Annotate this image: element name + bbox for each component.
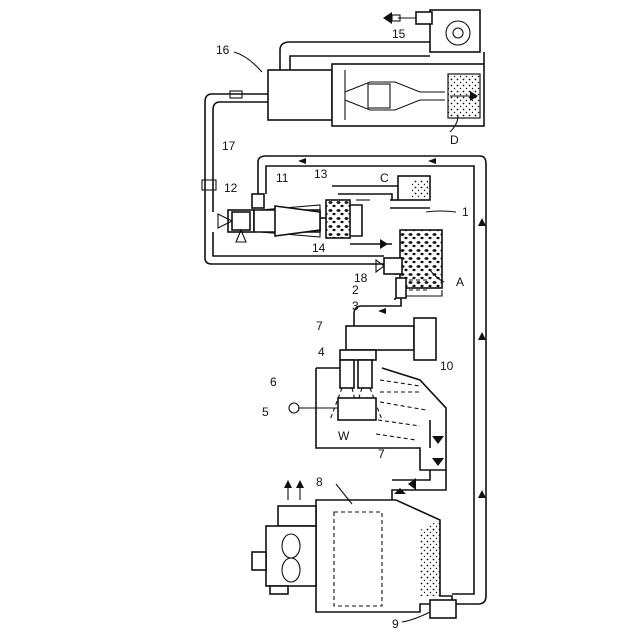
duct-to-separator [392,436,446,500]
label-1: 1 [462,205,469,219]
label-D: D [450,133,459,147]
label-5: 5 [262,405,269,419]
label-10: 10 [440,359,454,373]
label-W: W [338,429,350,443]
label-2: 2 [352,283,359,297]
label-4: 4 [318,345,325,359]
rotary-valve-12 [218,212,250,242]
label-12: 12 [224,181,238,195]
label-16: 16 [216,43,230,57]
hopper-14-feed [350,239,392,249]
label-14: 14 [312,241,326,255]
label-A: A [456,275,464,289]
label-13: 13 [314,167,328,181]
label-7-machine: 7 [316,319,323,333]
label-11: 11 [276,171,289,185]
dust-collector-16 [268,42,484,126]
fines-bin-C [390,176,430,208]
pump-9 [430,600,456,618]
screen-13 [320,186,400,238]
label-18: 18 [354,271,368,285]
label-9: 9 [392,617,399,631]
separator-8 [252,480,452,612]
label-7-duct: 7 [378,447,385,461]
label-15: 15 [392,27,406,41]
label-C: C [380,171,389,185]
label-17: 17 [222,139,236,153]
label-8: 8 [316,475,323,489]
label-3: 3 [352,299,359,313]
label-6: 6 [270,375,277,389]
